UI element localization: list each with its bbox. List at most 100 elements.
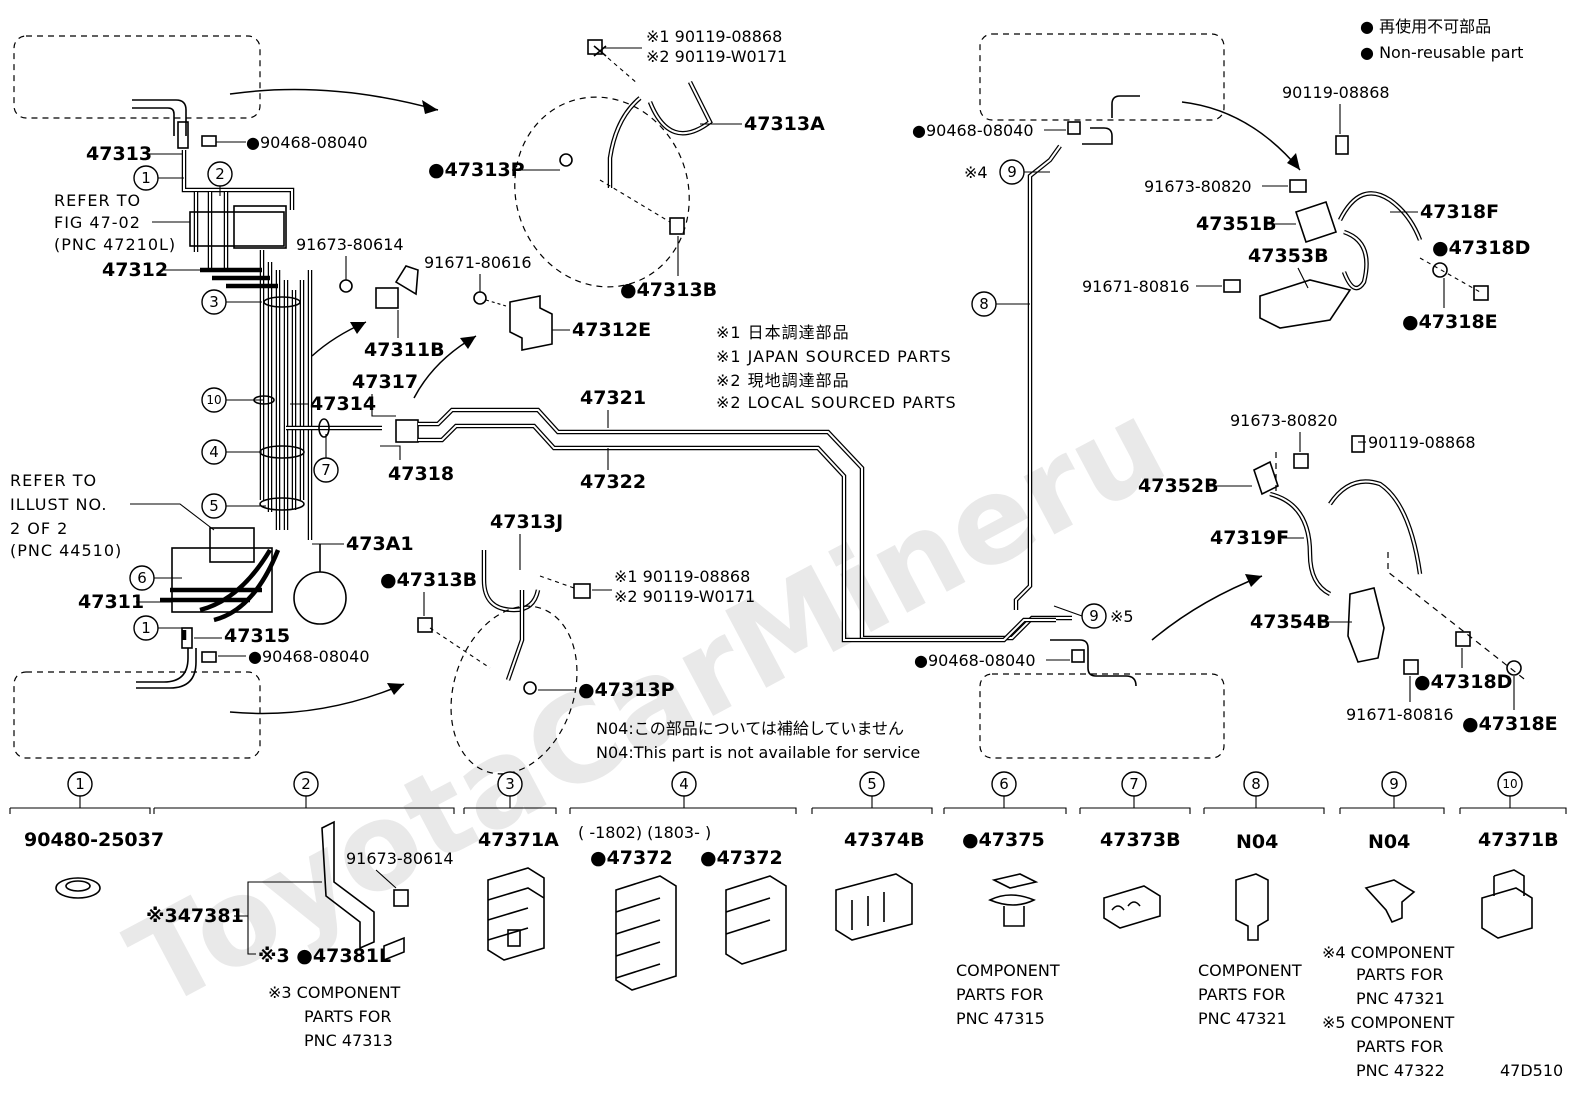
label-47354B: 47354B <box>1250 611 1331 633</box>
label-47312: 47312 <box>102 259 168 281</box>
c4-range: ( -1802) (1803- ) <box>578 823 711 842</box>
bracket-47311B <box>375 287 399 309</box>
label-47322: 47322 <box>580 471 646 493</box>
refer-illust-line-4: (PNC 44510) <box>10 541 122 560</box>
label-47317: 47317 <box>352 371 418 393</box>
master-cylinder <box>209 527 255 563</box>
label-90119-r2: 90119-08868 <box>1368 433 1476 452</box>
clip-47375-icon <box>991 873 1039 889</box>
label-47319F: 47319F <box>1210 527 1289 549</box>
flow-arrow <box>229 683 405 715</box>
label-47315: 47315 <box>224 625 290 647</box>
callout-6: 6 <box>129 565 155 591</box>
figure-code: 47D510 <box>1500 1061 1563 1080</box>
note-c6-line-2: PARTS FOR <box>956 985 1043 1004</box>
part-n04-a: N04 <box>1236 831 1278 853</box>
note-1-en: ※1 JAPAN SOURCED PARTS <box>716 347 952 366</box>
svg-text:7: 7 <box>321 461 331 479</box>
note-2-en: ※2 LOCAL SOURCED PARTS <box>716 393 957 412</box>
svg-text:4: 4 <box>679 775 689 793</box>
svg-text:3: 3 <box>209 293 219 311</box>
label-91671-80816-b: 91671-80816 <box>1346 705 1454 724</box>
note-c9-line-3: PNC 47321 <box>1356 989 1445 1008</box>
table-callout-4: 4 <box>671 771 697 797</box>
bracket-47354B <box>1347 587 1385 663</box>
svg-text:9: 9 <box>1389 775 1399 793</box>
table-callout-10: 10 <box>1497 771 1523 797</box>
detail-box-top-right <box>979 33 1225 121</box>
label-47313P-a: ●47313P <box>428 159 525 181</box>
svg-text:5: 5 <box>867 775 877 793</box>
note-c2-line-3: PNC 47313 <box>304 1031 393 1050</box>
part-47374B: 47374B <box>844 829 925 851</box>
refer-fig-line-2: FIG 47-02 <box>54 213 141 232</box>
label-90119-r1: 90119-08868 <box>1282 83 1390 102</box>
table-callout-2: 2 <box>293 771 319 797</box>
label-47351B: 47351B <box>1196 213 1277 235</box>
refer-illust-line-1: REFER TO <box>10 471 97 490</box>
note-c6-line-3: PNC 47315 <box>956 1009 1045 1028</box>
clamp-47371B-icon <box>1481 887 1533 939</box>
table-callout-9: 9 <box>1381 771 1407 797</box>
flow-arrow <box>1181 101 1301 171</box>
label-91671-80816-a: 91671-80816 <box>1082 277 1190 296</box>
clamp-47371A-icon <box>487 867 545 961</box>
part-90480-25037: 90480-25037 <box>24 829 164 851</box>
callout-8: 8 <box>971 291 997 317</box>
part-n04-b: N04 <box>1368 831 1410 853</box>
label-47313J: 47313J <box>490 511 563 533</box>
clamp-47373B-icon <box>1103 885 1161 929</box>
svg-text:9: 9 <box>1007 163 1017 181</box>
label-90119-2a: ※2 90119-W0171 <box>646 47 787 66</box>
label-47353B: 47353B <box>1248 245 1329 267</box>
label-47311: 47311 <box>78 591 144 613</box>
note-c9-line-4: ※5 COMPONENT <box>1322 1013 1455 1032</box>
note-c9-line-5: PARTS FOR <box>1356 1037 1443 1056</box>
part-47372-b: ●47372 <box>700 847 783 869</box>
callout-2: 2 <box>207 161 233 187</box>
label-47313: 47313 <box>86 143 152 165</box>
svg-text:1: 1 <box>141 169 151 187</box>
svg-text:9: 9 <box>1089 607 1099 625</box>
table-callout-6: 6 <box>991 771 1017 797</box>
label-note-4: ※4 <box>964 163 988 182</box>
label-47311B: 47311B <box>364 339 445 361</box>
part-47371B: 47371B <box>1478 829 1559 851</box>
label-47312E: 47312E <box>572 319 651 341</box>
callout-1a: 1 <box>133 165 159 191</box>
joint-47317 <box>395 419 419 443</box>
svg-text:10: 10 <box>206 393 221 407</box>
grommet-icon <box>55 877 101 899</box>
label-91673-80614: 91673-80614 <box>296 235 404 254</box>
part-47375: ●47375 <box>962 829 1045 851</box>
label-90468-d: ●90468-08040 <box>914 651 1036 670</box>
svg-text:2: 2 <box>301 775 311 793</box>
part-47381L: ※3 ●47381L <box>258 945 391 967</box>
legend-jp: ● 再使用不可部品 <box>1360 17 1491 36</box>
callout-10: 10 <box>201 387 227 413</box>
svg-text:5: 5 <box>209 497 219 515</box>
flow-arrow <box>1151 575 1263 641</box>
svg-text:6: 6 <box>999 775 1009 793</box>
callout-3: 3 <box>201 289 227 315</box>
note-c9-line-1: ※4 COMPONENT <box>1322 943 1455 962</box>
callout-9a: 9 <box>999 159 1025 185</box>
note-c9-line-6: PNC 47322 <box>1356 1061 1445 1080</box>
callout-5: 5 <box>201 493 227 519</box>
svg-text:3: 3 <box>505 775 515 793</box>
label-47314: 47314 <box>310 393 376 415</box>
label-90119-1b: ※1 90119-08868 <box>614 567 750 586</box>
callout-4: 4 <box>201 439 227 465</box>
label-90119-1a: ※1 90119-08868 <box>646 27 782 46</box>
label-47318D-b: ●47318D <box>1414 671 1512 693</box>
svg-text:1: 1 <box>75 775 85 793</box>
svg-text:10: 10 <box>1502 777 1517 791</box>
note-c9-line-2: PARTS FOR <box>1356 965 1443 984</box>
part-47372-a: ●47372 <box>590 847 673 869</box>
part-91673-80614-b: 91673-80614 <box>346 849 454 868</box>
label-90119-2b: ※2 90119-W0171 <box>614 587 755 606</box>
clamp-47374B-icon <box>835 873 913 941</box>
callout-1b: 1 <box>133 615 159 641</box>
label-91673-80820-a: 91673-80820 <box>1144 177 1252 196</box>
